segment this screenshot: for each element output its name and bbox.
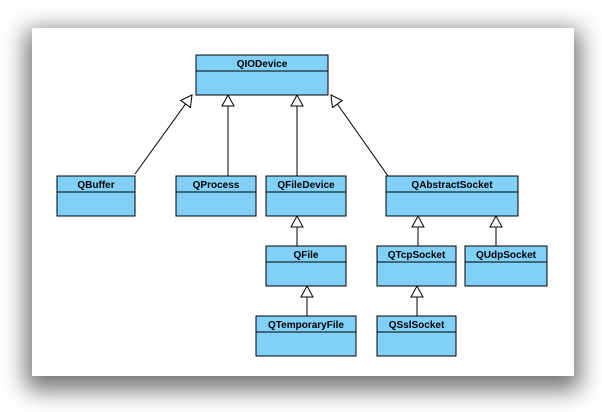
inheritance-line <box>336 103 389 177</box>
class-name-qabstractsocket: QAbstractSocket <box>411 180 493 191</box>
class-name-qfiledevice: QFileDevice <box>277 180 335 191</box>
inheritance-arrowhead <box>410 284 424 298</box>
inheritance-edge-qtcpsocket <box>411 214 425 246</box>
inheritance-arrowhead <box>179 94 193 109</box>
class-name-qtcpsocket: QTcpSocket <box>388 250 446 261</box>
inheritance-edges <box>134 93 503 316</box>
class-name-qtemporaryfile: QTemporaryFile <box>268 320 344 331</box>
class-box-qabstractsocket: QAbstractSocket <box>385 175 519 217</box>
class-box-body <box>376 315 457 357</box>
class-box-body <box>464 245 548 287</box>
class-name-qiodevice: QIODevice <box>237 59 288 70</box>
inheritance-edge-qabstractsocket <box>330 94 389 177</box>
class-box-qtemporaryfile: QTemporaryFile <box>255 315 357 357</box>
class-name-qsslsocket: QSslSocket <box>389 320 445 331</box>
inheritance-arrowhead <box>411 214 425 228</box>
class-box-body <box>385 175 519 217</box>
class-box-body <box>265 245 347 287</box>
class-name-qbuffer: QBuffer <box>77 180 114 191</box>
inheritance-edge-qtemporaryfile <box>300 284 314 316</box>
inheritance-edge-qfiledevice <box>290 93 304 176</box>
class-box-qfiledevice: QFileDevice <box>265 175 347 217</box>
inheritance-edge-qbuffer <box>134 94 193 175</box>
class-box-qtcpsocket: QTcpSocket <box>376 245 457 287</box>
inheritance-arrowhead <box>330 94 344 109</box>
inheritance-line <box>134 103 186 175</box>
inheritance-arrowhead <box>300 284 314 298</box>
inheritance-edge-qudpsocket <box>489 214 503 246</box>
class-box-qudpsocket: QUdpSocket <box>464 245 548 287</box>
inheritance-edge-qsslsocket <box>410 284 424 316</box>
class-box-qiodevice: QIODevice <box>195 54 329 96</box>
class-name-qprocess: QProcess <box>193 180 240 191</box>
inheritance-arrowhead <box>489 214 503 228</box>
class-box-body <box>195 54 329 96</box>
class-box-qsslsocket: QSslSocket <box>376 315 457 357</box>
class-box-body <box>175 175 257 217</box>
class-box-qfile: QFile <box>265 245 347 287</box>
class-name-qudpsocket: QUdpSocket <box>476 250 537 261</box>
class-box-body <box>265 175 347 217</box>
inheritance-arrowhead <box>290 214 304 228</box>
class-box-body <box>255 315 357 357</box>
class-box-qbuffer: QBuffer <box>56 175 136 217</box>
class-box-qprocess: QProcess <box>175 175 257 217</box>
inheritance-edge-qfile <box>290 214 304 246</box>
inheritance-arrowhead <box>290 93 304 107</box>
inheritance-arrowhead <box>221 93 235 107</box>
inheritance-edge-qprocess <box>221 93 235 176</box>
class-box-body <box>376 245 457 287</box>
class-box-body <box>56 175 136 217</box>
class-name-qfile: QFile <box>293 250 318 261</box>
